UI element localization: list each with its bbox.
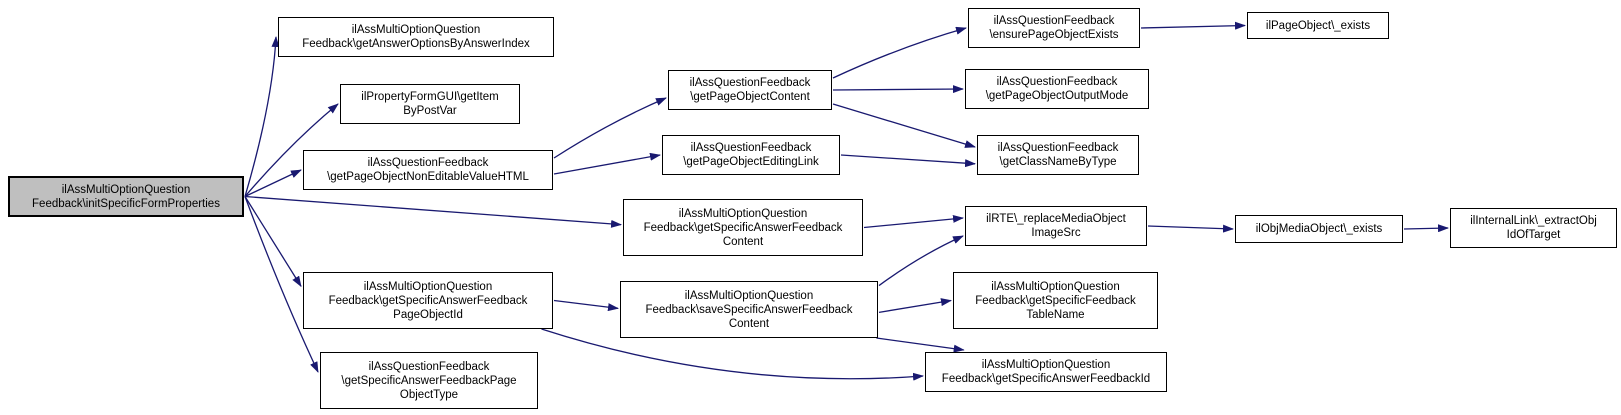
node-getItemByPostVar[interactable]: ilPropertyFormGUI\getItem ByPostVar	[340, 84, 520, 124]
edge-getPageObjectContent--ensurePageObjectExists	[832, 26, 967, 79]
node-getPageObjectOutputMode[interactable]: ilAssQuestionFeedback \getPageObjectOutp…	[965, 69, 1149, 109]
edge-initSpecificFormProperties--getSpecificAnswerFeedbackPageObjectType	[244, 196, 319, 373]
edge-getPageObjectContent--getClassNameByType	[832, 103, 976, 148]
node-saveSpecificAnswerFeedbackContent[interactable]: ilAssMultiOptionQuestion Feedback\saveSp…	[620, 281, 878, 338]
edge-getPageObjectNonEditableValueHTML--getPageObjectContent	[553, 97, 667, 159]
node-getPageObjectEditingLink[interactable]: ilAssQuestionFeedback \getPageObjectEdit…	[662, 135, 840, 175]
edge-saveSpecificAnswerFeedbackContent--getSpecificFeedbackTableName	[878, 298, 952, 313]
edge-saveSpecificAnswerFeedbackContent--getSpecificAnswerFeedbackId	[876, 337, 965, 353]
edge-initSpecificFormProperties--getAnswerOptionsByAnswerIndex	[244, 36, 280, 197]
edge-getSpecificAnswerFeedbackPageObjectId--saveSpecificAnswerFeedbackContent	[553, 299, 619, 312]
edge-getPageObjectEditingLink--getClassNameByType	[840, 154, 976, 168]
node-getSpecificAnswerFeedbackPageObjectId[interactable]: ilAssMultiOptionQuestion Feedback\getSpe…	[303, 272, 553, 329]
node-ilObjMediaObject_exists[interactable]: ilObjMediaObject\_exists	[1235, 215, 1403, 243]
edge-replaceMediaObjectImageSrc--ilObjMediaObject_exists	[1147, 224, 1234, 233]
node-getClassNameByType[interactable]: ilAssQuestionFeedback \getClassNameByTyp…	[977, 135, 1139, 175]
node-initSpecificFormProperties: ilAssMultiOptionQuestion Feedback\initSp…	[8, 176, 244, 217]
node-getPageObjectContent[interactable]: ilAssQuestionFeedback \getPageObjectCont…	[668, 70, 832, 110]
edge-initSpecificFormProperties--getPageObjectNonEditableValueHTML	[244, 169, 302, 198]
edge-getSpecificAnswerFeedbackPageObjectId--getSpecificAnswerFeedbackId	[541, 328, 924, 381]
edge-getPageObjectContent--getPageObjectOutputMode	[832, 85, 964, 94]
node-getSpecificAnswerFeedbackPageObjectType[interactable]: ilAssQuestionFeedback \getSpecificAnswer…	[320, 352, 538, 409]
edge-getPageObjectNonEditableValueHTML--getPageObjectEditingLink	[553, 152, 661, 175]
edge-ilObjMediaObject_exists--extractObjIdOfTarget	[1403, 224, 1449, 233]
edge-saveSpecificAnswerFeedbackContent--replaceMediaObjectImageSrc	[878, 235, 964, 287]
node-getSpecificFeedbackTableName[interactable]: ilAssMultiOptionQuestion Feedback\getSpe…	[953, 272, 1158, 329]
edge-getSpecificAnswerFeedbackContent--replaceMediaObjectImageSrc	[863, 214, 964, 229]
edge-ensurePageObjectExists--ilPageObject_exists	[1140, 21, 1246, 30]
edge-initSpecificFormProperties--getSpecificAnswerFeedbackContent	[244, 195, 622, 228]
node-getPageObjectNonEditableValueHTML[interactable]: ilAssQuestionFeedback \getPageObjectNonE…	[303, 150, 553, 190]
node-getAnswerOptionsByAnswerIndex[interactable]: ilAssMultiOptionQuestion Feedback\getAns…	[278, 17, 554, 57]
node-ensurePageObjectExists[interactable]: ilAssQuestionFeedback \ensurePageObjectE…	[968, 8, 1140, 48]
node-getSpecificAnswerFeedbackContent[interactable]: ilAssMultiOptionQuestion Feedback\getSpe…	[623, 199, 863, 256]
node-ilPageObject_exists[interactable]: ilPageObject\_exists	[1247, 12, 1389, 39]
edge-initSpecificFormProperties--getSpecificAnswerFeedbackPageObjectId	[244, 196, 302, 288]
node-extractObjIdOfTarget[interactable]: ilInternalLink\_extractObj IdOfTarget	[1450, 208, 1617, 248]
node-getSpecificAnswerFeedbackId[interactable]: ilAssMultiOptionQuestion Feedback\getSpe…	[925, 352, 1167, 392]
edge-initSpecificFormProperties--getItemByPostVar	[244, 103, 339, 197]
node-replaceMediaObjectImageSrc[interactable]: ilRTE\_replaceMediaObject ImageSrc	[965, 206, 1147, 246]
